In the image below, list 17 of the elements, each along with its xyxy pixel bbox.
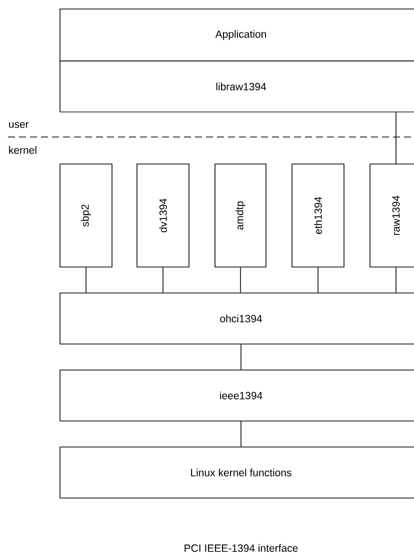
module-box: raw1394 [370,164,414,268]
layer-box: ieee1394 [60,370,414,422]
module-box: eth1394 [292,164,344,268]
layer-box: ohci1394 [60,292,414,344]
region-label: kernel [9,146,36,154]
module-box: sbp2 [60,164,112,268]
caption: PCI IEEE-1394 interface [184,544,298,552]
connector-line [240,267,241,293]
connector-line [162,267,164,293]
module-box: amdtp [214,164,266,268]
connector-line [240,344,242,370]
module-box: dv1394 [136,164,190,268]
layer-box: libraw1394 [60,60,414,112]
connector-line [240,421,242,447]
layer-box: Linux kernel functions [60,446,414,498]
layer-box: Application [60,8,414,62]
region-label: user [9,122,29,128]
